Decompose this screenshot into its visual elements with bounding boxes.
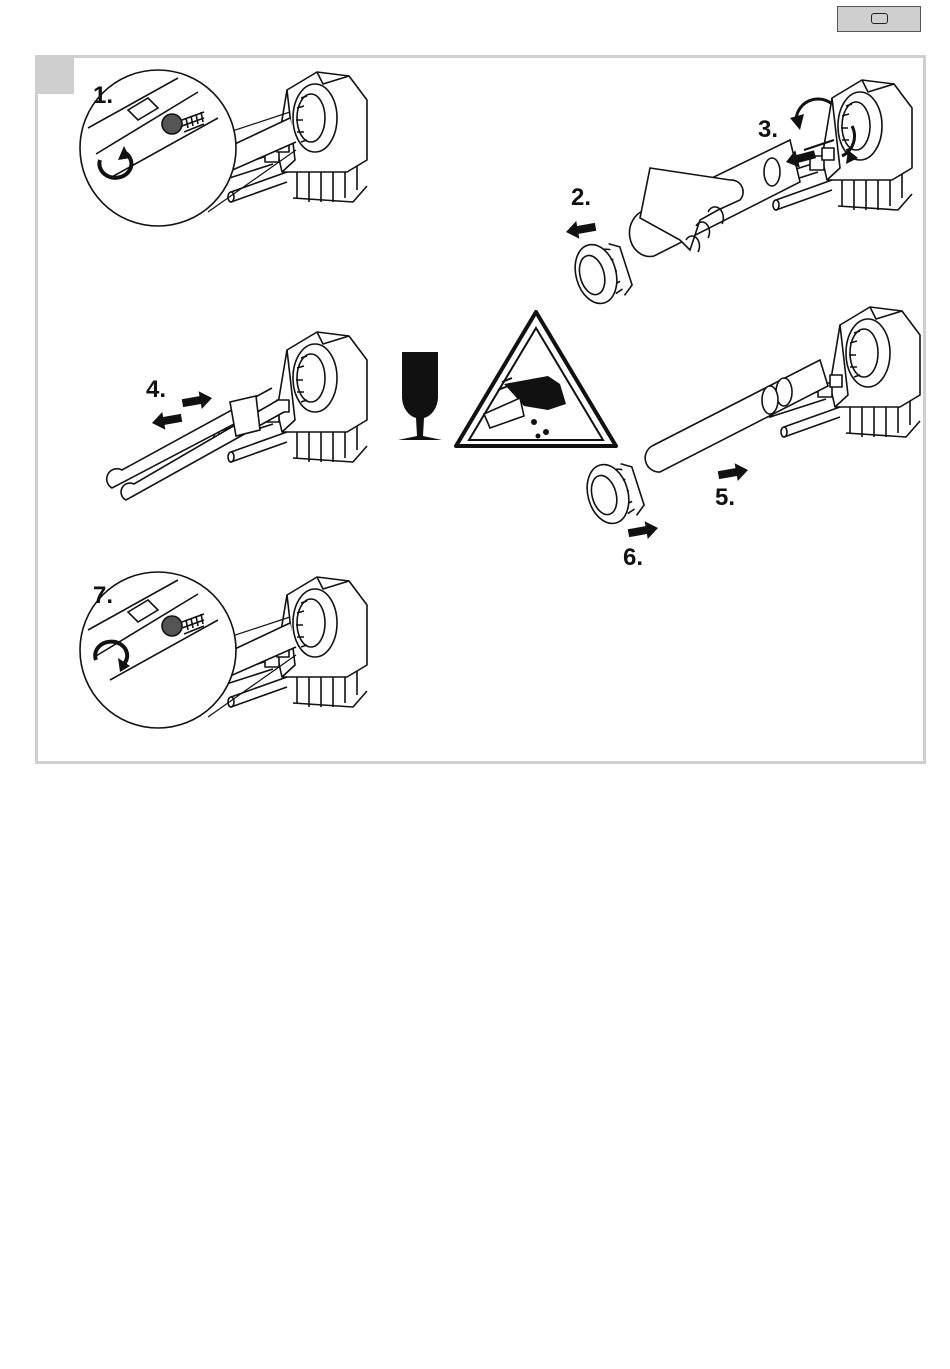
- cut-hazard-warning-icon: [456, 312, 616, 446]
- step4-illustration: [107, 332, 367, 500]
- step5-6-illustration: [581, 307, 920, 542]
- step-label-3: 3.: [758, 118, 778, 142]
- step-label-4: 4.: [146, 378, 166, 402]
- step-label-1: 1.: [93, 84, 113, 108]
- fragile-glass-icon: [398, 352, 442, 440]
- step-label-2: 2.: [571, 186, 591, 210]
- step-label-7: 7.: [93, 584, 113, 608]
- step2-3-illustration: [564, 80, 912, 308]
- step7-illustration: [80, 572, 367, 728]
- step-label-5: 5.: [715, 486, 735, 510]
- step-label-6: 6.: [623, 546, 643, 570]
- step1-illustration: [80, 70, 367, 226]
